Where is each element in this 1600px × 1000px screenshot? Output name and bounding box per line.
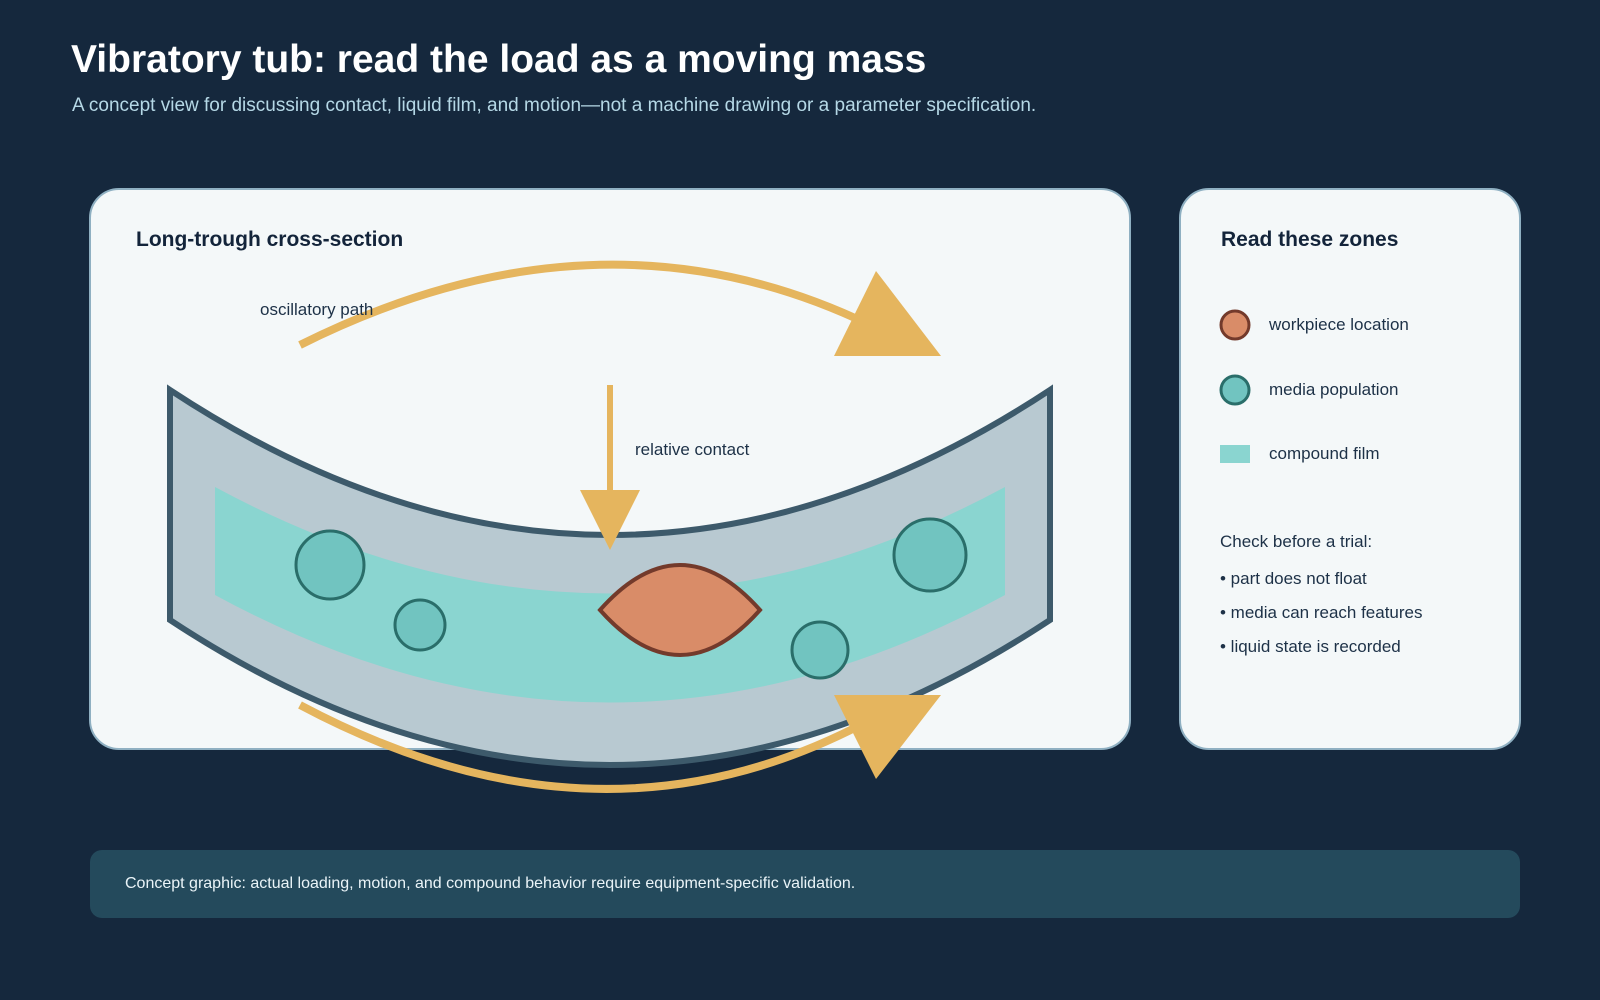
footer-text: Concept graphic: actual loading, motion,… — [125, 875, 856, 892]
legend-label-media: media population — [1269, 380, 1399, 399]
legend-workpiece: workpiece location — [1219, 308, 1409, 342]
oscillatory-path-label: oscillatory path — [260, 300, 373, 319]
relative-contact-label: relative contact — [635, 440, 750, 459]
checklist-item: • liquid state is recorded — [1220, 637, 1401, 656]
zones-title: Read these zones — [1221, 228, 1399, 251]
film-swatch-icon — [1220, 445, 1250, 463]
checklist-item: • media can reach features — [1220, 603, 1423, 622]
legend-film: compound film — [1219, 437, 1380, 471]
workpiece-swatch-icon — [1219, 309, 1251, 341]
trial-checklist: Check before a trial: • part does not fl… — [1220, 532, 1423, 671]
contact-arrowhead — [580, 490, 640, 550]
cross-section-title: Long-trough cross-section — [136, 228, 404, 251]
oscillatory-arrow-bottom — [298, 701, 872, 793]
media-piece — [790, 620, 850, 680]
media-piece — [393, 598, 447, 652]
media-swatch-icon — [1219, 374, 1251, 406]
checklist-title: Check before a trial: — [1220, 532, 1373, 551]
zones-panel: Read these zones — [1179, 188, 1521, 750]
footer-note: Concept graphic: actual loading, motion,… — [90, 850, 1520, 918]
workpiece — [597, 563, 763, 657]
checklist-item: • part does not float — [1220, 569, 1367, 588]
oscillatory-arrow-top — [298, 260, 872, 349]
media-piece — [892, 517, 968, 593]
legend-media: media population — [1219, 373, 1398, 407]
media-piece — [294, 529, 366, 601]
legend-label-workpiece: workpiece location — [1269, 315, 1409, 334]
legend-label-film: compound film — [1269, 444, 1380, 463]
oscillatory-arrowhead-bottom — [834, 695, 941, 779]
page-subtitle: A concept view for discussing contact, l… — [72, 95, 1037, 116]
oscillatory-arrowhead-top — [834, 271, 941, 356]
page-title: Vibratory tub: read the load as a moving… — [71, 38, 927, 81]
